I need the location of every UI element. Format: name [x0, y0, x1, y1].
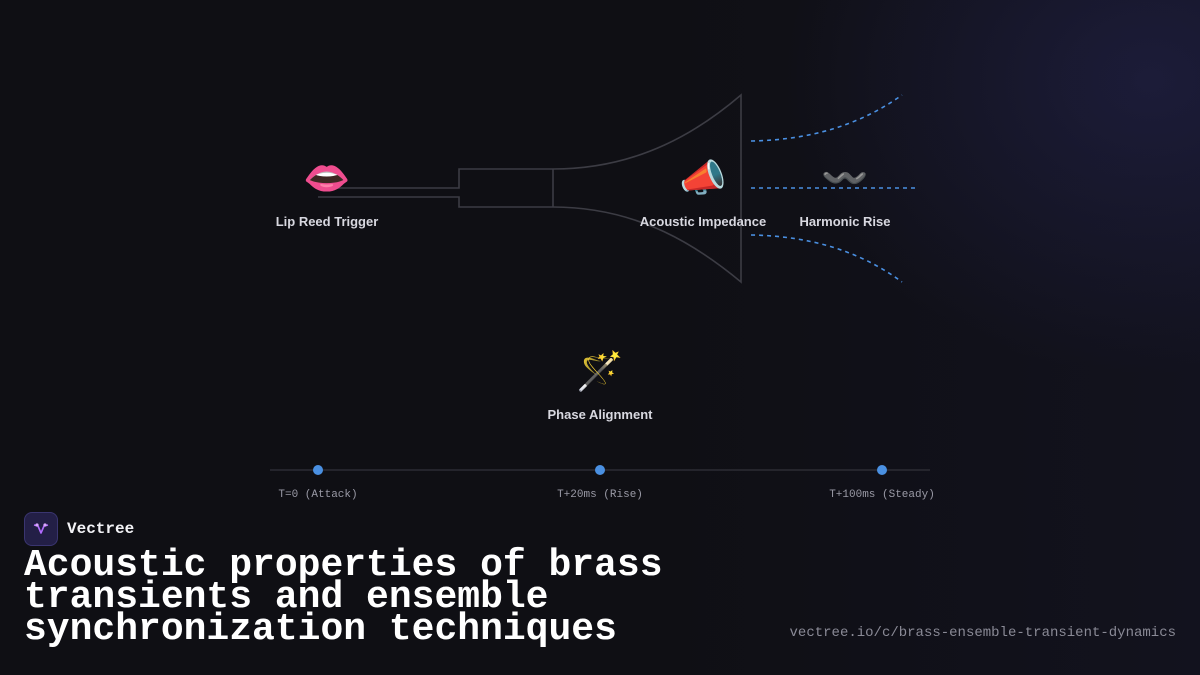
timeline-label-steady: T+100ms (Steady)	[829, 489, 935, 501]
lips-icon: 👄	[303, 156, 351, 200]
brand-name: Vectree	[67, 520, 135, 538]
megaphone-icon: 📣	[679, 156, 727, 200]
wavy-line-icon: 〰️	[821, 156, 869, 200]
page-title: Acoustic properties of brass transients …	[24, 544, 663, 651]
brand: Vectree	[24, 512, 134, 546]
timeline-label-rise: T+20ms (Rise)	[557, 489, 643, 501]
source-url[interactable]: vectree.io/c/brass-ensemble-transient-dy…	[789, 625, 1176, 641]
node-label-harmonic-rise: Harmonic Rise	[799, 214, 891, 229]
timeline-label-attack: T=0 (Attack)	[278, 489, 358, 501]
trumpet-outline	[318, 93, 742, 284]
vectree-logo-icon	[24, 512, 58, 546]
node-label-phase-alignment: Phase Alignment	[547, 407, 653, 422]
sound-wave-upper	[750, 94, 903, 142]
timeline-marker-attack	[313, 465, 323, 475]
timeline-marker-rise	[595, 465, 605, 475]
node-label-lip-reed-trigger: Lip Reed Trigger	[275, 214, 379, 229]
timeline-marker-steady	[877, 465, 887, 475]
sound-wave-lower	[750, 234, 903, 283]
magic-wand-icon: 🪄	[576, 349, 624, 393]
node-label-acoustic-impedance: Acoustic Impedance	[639, 214, 767, 229]
